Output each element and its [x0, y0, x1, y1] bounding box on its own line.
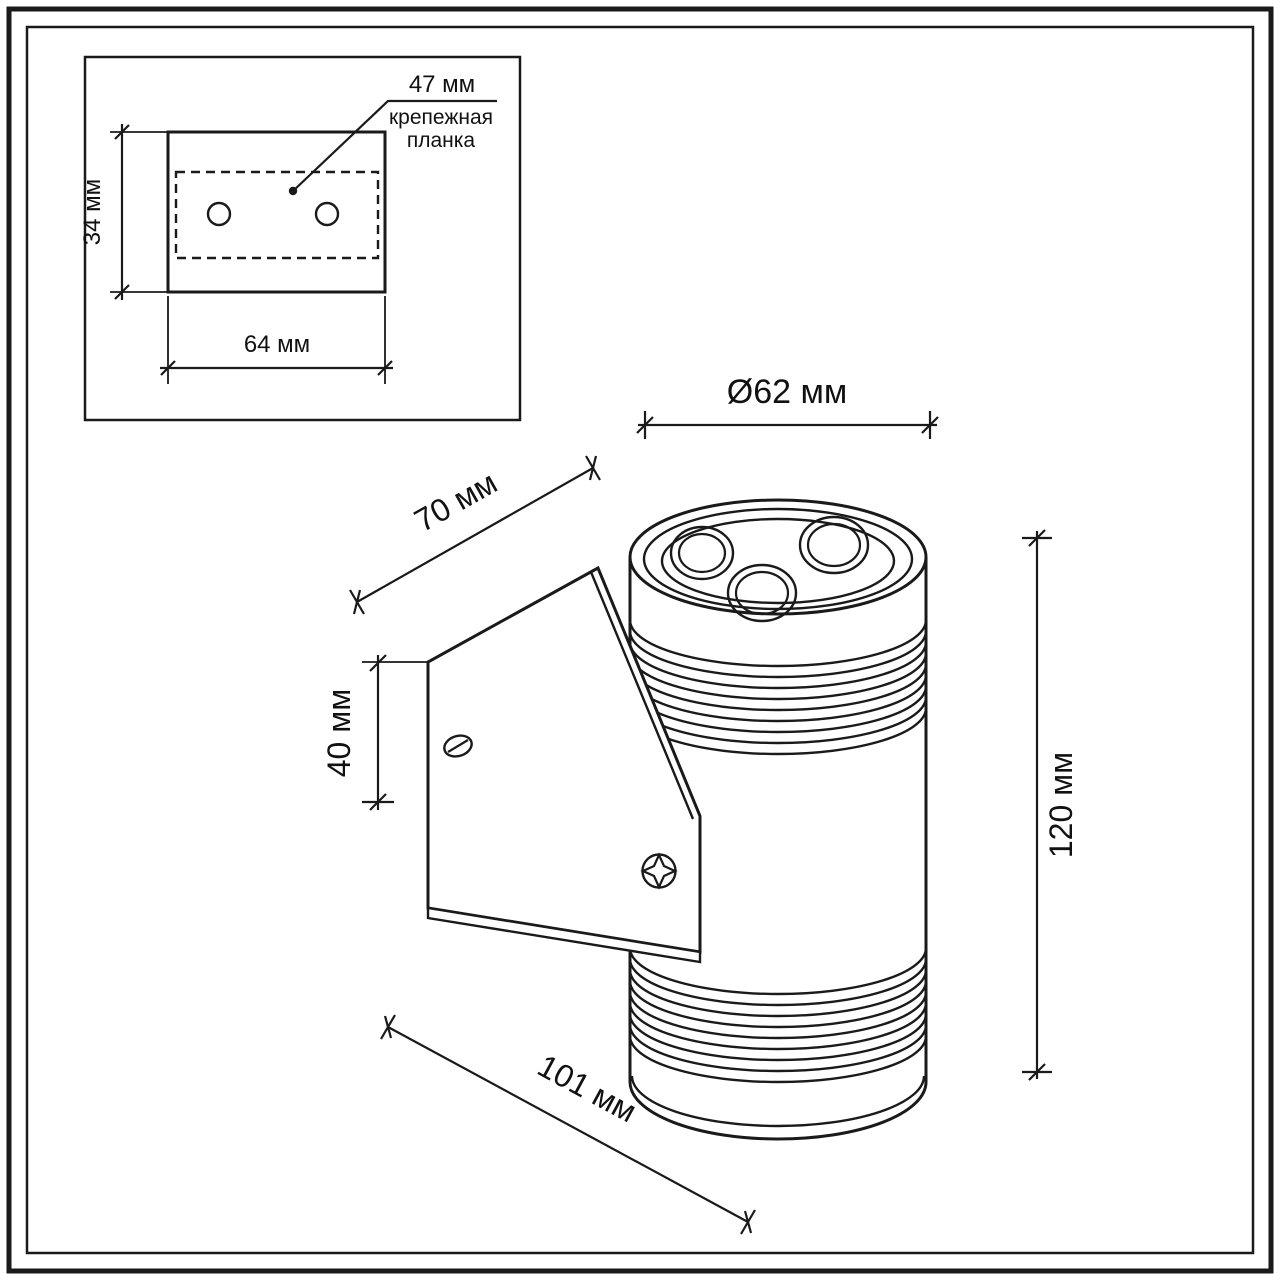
dim-bracket-height: 40 мм — [321, 654, 428, 811]
lens-right-inner-icon — [806, 522, 862, 568]
top-face-inner-ring — [660, 517, 896, 605]
dim-line — [387, 1026, 749, 1223]
outer-frame — [6, 6, 1274, 1274]
dim-ticks — [352, 455, 598, 615]
dim-total-width: 101 мм — [380, 1014, 756, 1235]
dim-ticks — [636, 416, 939, 434]
inset-border — [83, 55, 522, 422]
bracket-face — [426, 565, 702, 954]
bottom-rim-outer — [628, 1081, 928, 1141]
dim-ticks — [160, 360, 393, 376]
bracket-name-line2: планка — [407, 129, 476, 152]
dim-ticks — [1028, 529, 1046, 1081]
plate-height-label: 34 мм — [79, 179, 106, 245]
bracket-thickness — [426, 906, 702, 964]
diameter-label: Ø62 мм — [727, 373, 847, 411]
bracket-height-label: 40 мм — [321, 689, 357, 777]
wall-bracket — [426, 565, 702, 964]
bracket-width-label: 47 мм — [409, 71, 475, 98]
screw-slot-line-icon — [447, 739, 469, 753]
plate-width-label: 64 мм — [244, 331, 310, 358]
plate-outline — [166, 130, 387, 294]
lens-bottom-inner-icon — [734, 570, 790, 616]
screw-slot-icon — [443, 734, 473, 758]
lens-left-inner-icon — [677, 532, 727, 574]
inner-frame — [25, 25, 1255, 1255]
mounting-bar-dashed-outline — [174, 170, 380, 260]
lens-right-icon — [798, 515, 870, 575]
dim-plate-width: 64 мм — [160, 296, 393, 384]
top-face — [628, 498, 928, 623]
dim-body-height: 120 мм — [1022, 529, 1079, 1081]
dim-diameter: Ø62 мм — [636, 373, 939, 439]
bottom-rim-inner — [630, 1075, 926, 1128]
dim-ticks — [114, 124, 130, 300]
dim-ticks — [383, 1015, 753, 1234]
leader-line — [292, 99, 497, 192]
led-lenses — [669, 515, 870, 623]
dim-ticks — [369, 654, 387, 811]
dim-line — [356, 467, 594, 603]
body-height-label: 120 мм — [1043, 752, 1079, 858]
phillips-star-icon — [640, 852, 678, 890]
mounting-plate-inset: 47 мм крепежная планка 34 мм 64 мм — [79, 55, 522, 422]
lens-left-icon — [669, 525, 735, 581]
top-face-outer-ring — [628, 498, 928, 616]
bottom-fin-block — [628, 947, 928, 1084]
mounting-hole-left — [206, 201, 232, 227]
lens-bottom-icon — [726, 563, 798, 623]
bracket-name-line1: крепежная — [389, 106, 493, 129]
dim-plate-height: 34 мм — [79, 124, 168, 300]
total-width-label: 101 мм — [532, 1047, 643, 1129]
lamp-body — [426, 498, 928, 1141]
mounting-hole-right — [314, 201, 340, 227]
bracket-bend-line — [589, 571, 695, 820]
dim-extension-lines — [110, 131, 168, 293]
top-fin-block — [628, 619, 928, 756]
